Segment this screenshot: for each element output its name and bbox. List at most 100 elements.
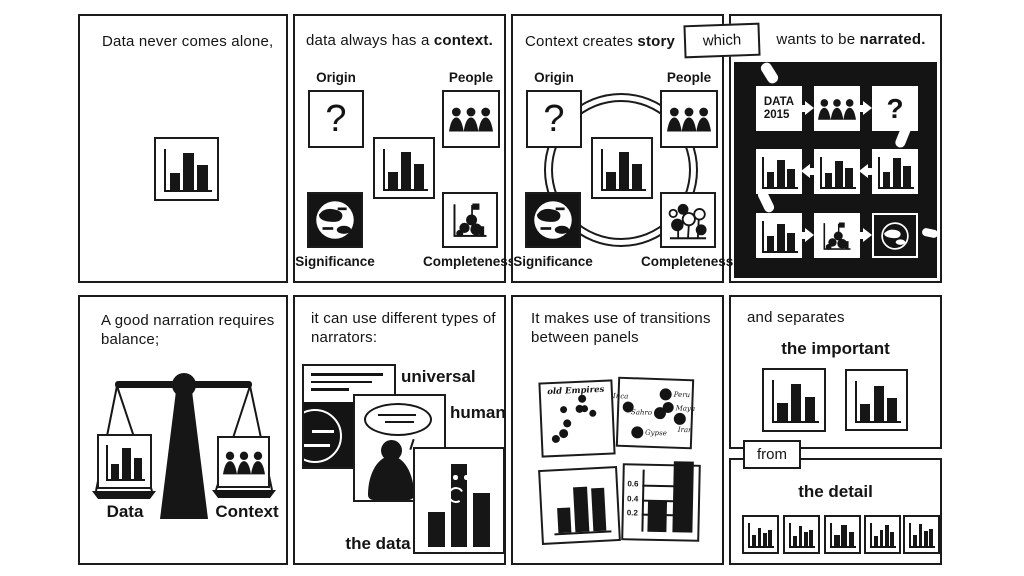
globe-icon	[316, 201, 354, 239]
bar-chart-icon	[877, 156, 914, 190]
bar-chart-icon	[854, 380, 901, 423]
bubble-line	[385, 421, 414, 423]
panel-5: A good narration requires balance; Data …	[78, 295, 288, 565]
bar	[841, 525, 847, 547]
scatter-dot	[558, 429, 569, 439]
panel-7: It makes use of transitions between pane…	[511, 295, 724, 565]
bar	[798, 526, 803, 547]
caption-text: data always has a	[306, 32, 434, 49]
chart-tile	[756, 149, 802, 194]
bar-chart-box	[591, 137, 653, 199]
scatter-dot: Peru	[659, 388, 690, 401]
bar	[860, 403, 871, 421]
scale-pan-right	[212, 490, 276, 498]
bar	[757, 527, 762, 547]
bar	[428, 511, 446, 547]
bar	[874, 535, 878, 547]
detail-chart-box	[742, 515, 779, 554]
from-box: from	[743, 440, 801, 469]
important-chart-box	[762, 368, 826, 432]
data-2015-text: DATA 2015	[763, 95, 795, 121]
text-line	[311, 388, 349, 391]
flow-stub	[808, 168, 815, 175]
bar	[873, 385, 884, 421]
origin-label: Origin	[534, 70, 574, 85]
origin-box: ?	[526, 90, 582, 148]
bar-chart-icon	[761, 220, 798, 254]
bar	[793, 535, 797, 547]
caption-text: wants to be	[776, 31, 860, 48]
bar-chart-box	[373, 137, 435, 199]
bar	[573, 487, 589, 533]
bar	[787, 233, 796, 252]
bar-chart-icon	[761, 156, 798, 190]
origin-label: Origin	[316, 70, 356, 85]
detail-chart-box	[903, 515, 940, 554]
person-body	[368, 456, 414, 500]
panel-8-caption: and separates	[747, 309, 845, 326]
scatter-dot	[551, 434, 561, 443]
dot-label: Peru	[673, 390, 691, 399]
bar	[913, 534, 917, 547]
scatter-dot: Gypse	[630, 425, 667, 439]
bar	[787, 168, 796, 188]
scatter-dot	[563, 419, 572, 428]
dot-label: Inca	[612, 391, 629, 401]
bar	[845, 168, 854, 188]
universal-label: universal	[401, 367, 476, 386]
bar	[766, 235, 775, 252]
data-2015-tile: DATA 2015	[756, 86, 802, 131]
significance-label: Significance	[513, 254, 593, 269]
bar	[388, 171, 398, 189]
bar	[890, 532, 895, 547]
y-tick-label: 0.4	[626, 493, 639, 504]
bar	[887, 397, 898, 421]
bar-chart-icon	[789, 522, 816, 549]
bubble-line	[377, 414, 416, 416]
panel-6: it can use different types of narrators:…	[293, 295, 506, 565]
scatter-dot: Maya	[662, 401, 695, 414]
bar	[777, 402, 788, 422]
text-line	[311, 380, 373, 383]
significance-box	[307, 192, 363, 248]
bar	[879, 529, 884, 547]
panel-4: wants to be narrated. DATA 2015	[729, 14, 942, 283]
data-narrator-card	[413, 447, 505, 554]
flow-arrow-right	[863, 228, 872, 242]
flow-arrow-right	[863, 101, 872, 115]
globe-tile	[872, 213, 918, 258]
globe-icon	[534, 201, 572, 239]
human-label: human	[450, 403, 506, 422]
bar	[183, 152, 194, 191]
panel-1: Data never comes alone,	[78, 14, 288, 283]
bar-chart-icon	[105, 444, 146, 482]
bar	[768, 529, 773, 547]
scatter-panel-old-empires: old Empires	[538, 379, 616, 458]
bar	[903, 166, 912, 188]
panel-6-caption: it can use different types of narrators:	[311, 310, 496, 347]
bar	[133, 457, 143, 480]
globe-detail	[304, 444, 330, 447]
chart-tile	[872, 149, 918, 194]
bar	[885, 525, 889, 547]
scale-pedestal	[160, 391, 208, 519]
eye-icon	[453, 475, 458, 480]
the-data-label: the data	[345, 534, 411, 553]
scatter-dot: Iran	[673, 412, 693, 434]
globe-detail	[312, 430, 334, 433]
panel-7-caption: It makes use of transitions between pane…	[531, 310, 711, 347]
bar-chart-icon	[830, 522, 857, 549]
people-label: People	[448, 70, 494, 85]
scatter-dot	[560, 405, 568, 413]
completeness-label: Completeness	[641, 254, 734, 269]
flow-stub	[800, 232, 807, 239]
story-grid-background: DATA 2015 ?	[734, 62, 937, 278]
bar	[647, 500, 668, 533]
bar	[882, 171, 891, 188]
flow-arrow-right	[805, 228, 814, 242]
bar-chart-box	[154, 137, 219, 201]
bar	[591, 488, 607, 532]
question-mark-icon: ?	[543, 98, 565, 140]
